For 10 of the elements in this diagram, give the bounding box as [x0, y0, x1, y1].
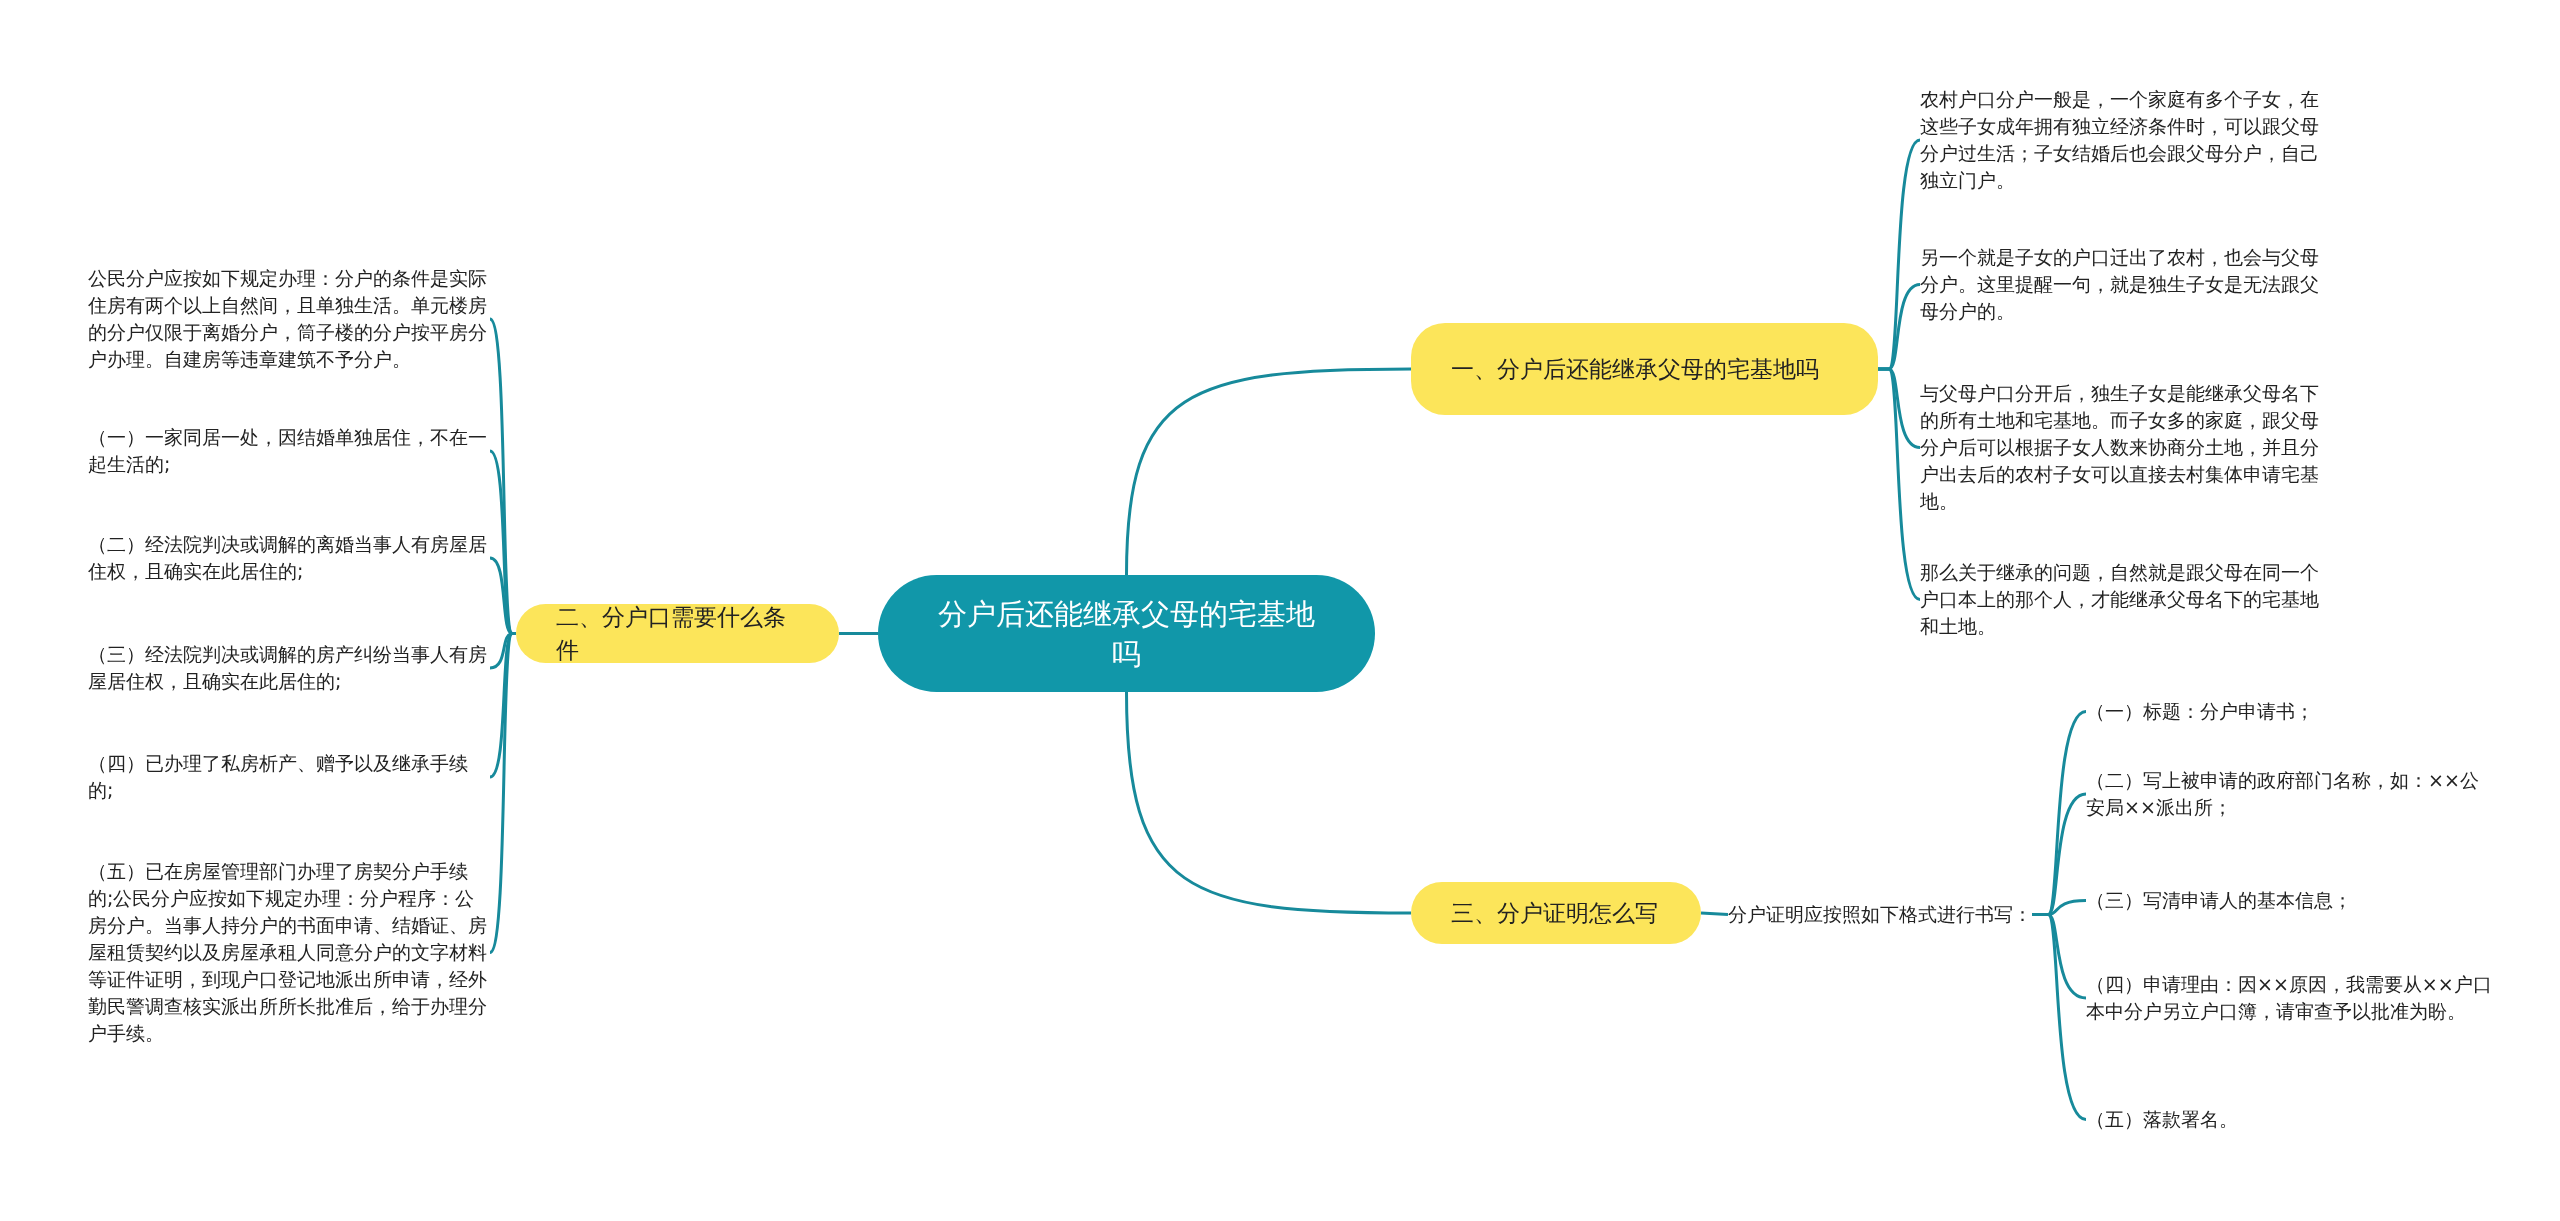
- connector-line: [839, 632, 878, 635]
- branch-topic: 一、分户后还能继承父母的宅基地吗: [1411, 323, 1878, 415]
- connector-line: [1125, 367, 1411, 576]
- branch-topic: 三、分户证明怎么写: [1411, 882, 1701, 944]
- connector-line: [1700, 911, 1729, 916]
- connector-line: [1125, 691, 1411, 915]
- central-topic: 分户后还能继承父母的宅基地吗: [878, 575, 1375, 692]
- connector-line: [1878, 367, 1921, 601]
- branch-topic: 二、分户口需要什么条件: [516, 604, 839, 663]
- connector-line: [2032, 913, 2087, 1121]
